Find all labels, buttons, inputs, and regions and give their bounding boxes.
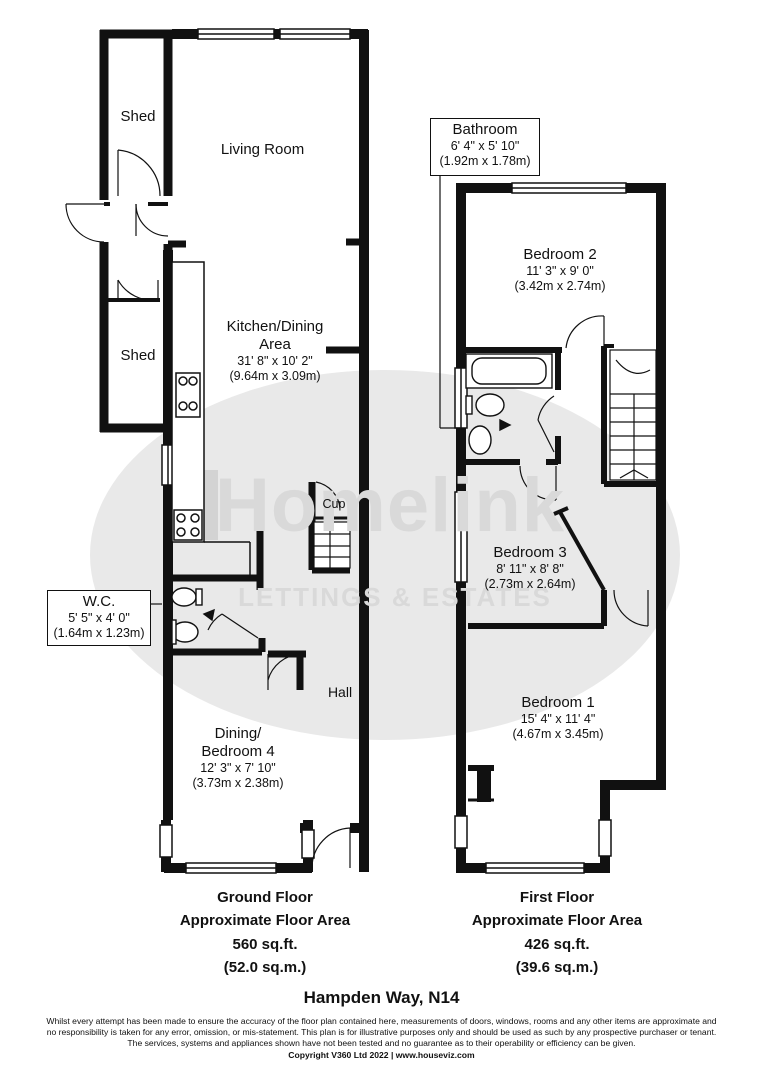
room-dim-metric: (9.64m x 3.09m)	[229, 369, 321, 383]
first-doors	[519, 315, 649, 627]
wc-callout: W.C. 5' 5" x 4' 0" (1.64m x 1.23m)	[47, 590, 151, 646]
first-stairs	[609, 349, 657, 481]
room-dim-metric: (2.73m x 2.64m)	[484, 577, 576, 591]
ground-doors	[65, 149, 351, 869]
room-bedroom2: Bedroom 2 11' 3" x 9' 0" (3.42m x 2.74m)	[480, 246, 640, 294]
room-label-living-room: Living Room	[220, 141, 305, 158]
room-label-bedroom4: Bedroom 4	[201, 743, 275, 760]
room-dim-imperial: 15' 4" x 11' 4"	[520, 712, 596, 726]
room-dim-imperial: 31' 8" x 10' 2"	[237, 354, 313, 368]
room-label-bedroom1: Bedroom 1	[521, 694, 595, 711]
ground-floor-area-sqm: (52.0 sq.m.)	[223, 958, 307, 976]
room-label-shed-bottom: Shed	[120, 347, 156, 364]
room-dim-imperial: 8' 11" x 8' 8"	[496, 562, 564, 576]
first-floor-area-sqft: 426 sq.ft.	[524, 935, 590, 953]
first-floor-area-sqm: (39.6 sq.m.)	[515, 958, 599, 976]
room-bedroom1: Bedroom 1 15' 4" x 11' 4" (4.67m x 3.45m…	[478, 694, 638, 742]
wc-callout-dim-metric: (1.64m x 1.23m)	[53, 626, 145, 640]
ground-floor-title: Ground Floor	[217, 889, 313, 906]
room-kitchen-dining: Kitchen/Dining Area 31' 8" x 10' 2" (9.6…	[200, 318, 350, 384]
ground-floor-summary: Ground Floor Approximate Floor Area 560 …	[140, 886, 390, 979]
ground-floor-plan	[65, 28, 369, 874]
ground-floor-area-sqft: 560 sq.ft.	[232, 935, 298, 953]
room-dim-metric: (4.67m x 3.45m)	[512, 727, 604, 741]
first-windows	[454, 182, 627, 874]
watermark-brand: Homelink	[214, 463, 566, 548]
disclaimer-line-2: no responsibility is taken for any error…	[46, 1027, 717, 1038]
ground-windows	[159, 28, 351, 874]
watermark-ellipse	[90, 370, 680, 740]
bathroom-fixtures	[465, 353, 553, 455]
disclaimer-line-3: The services, systems and appliances sho…	[127, 1038, 636, 1049]
room-label-cup: Cup	[322, 497, 346, 511]
property-title: Hampden Way, N14	[303, 988, 460, 1007]
room-bedroom3: Bedroom 3 8' 11" x 8' 8" (2.73m x 2.64m)	[460, 544, 600, 592]
room-label-kitchen-dining: Kitchen/Dining	[226, 318, 324, 335]
ground-stairs	[313, 521, 351, 569]
room-label-hall: Hall	[327, 684, 353, 700]
room-label-bedroom2: Bedroom 2	[523, 246, 597, 263]
bathroom-callout-name: Bathroom	[452, 121, 518, 138]
wc-callout-name: W.C.	[82, 593, 116, 610]
room-dim-imperial: 11' 3" x 9' 0"	[526, 264, 594, 278]
disclaimer: Whilst every attempt has been made to en…	[10, 1016, 753, 1061]
kitchen-units	[171, 261, 251, 578]
ground-floor-area-label: Approximate Floor Area	[179, 912, 351, 930]
disclaimer-line-1: Whilst every attempt has been made to en…	[46, 1016, 717, 1026]
ground-internal-walls	[168, 238, 364, 690]
callout-leaders	[150, 174, 460, 605]
bathroom-callout: Bathroom 6' 4" x 5' 10" (1.92m x 1.78m)	[430, 118, 540, 176]
first-internal-walls	[464, 344, 662, 802]
room-label-kitchen-area: Area	[259, 336, 291, 353]
room-label-shed-top: Shed	[120, 108, 156, 125]
first-floor-title: First Floor	[519, 889, 595, 906]
wc-fixtures	[171, 587, 215, 645]
bathroom-callout-dim-imperial: 6' 4" x 5' 10"	[450, 139, 520, 153]
first-floor-summary: First Floor Approximate Floor Area 426 s…	[432, 886, 682, 979]
room-dining-bedroom4: Dining/ Bedroom 4 12' 3" x 7' 10" (3.73m…	[170, 725, 306, 791]
room-dim-imperial: 12' 3" x 7' 10"	[200, 761, 276, 775]
room-label-dining: Dining/	[214, 725, 262, 742]
first-floor-area-label: Approximate Floor Area	[471, 912, 643, 930]
room-label-bedroom3: Bedroom 3	[493, 544, 567, 561]
first-floor-plan	[454, 182, 666, 874]
room-dim-metric: (3.42m x 2.74m)	[514, 279, 606, 293]
room-dim-metric: (3.73m x 2.38m)	[192, 776, 284, 790]
bedroom3-angled-wall	[553, 506, 606, 591]
bathroom-callout-dim-metric: (1.92m x 1.78m)	[439, 154, 531, 168]
watermark-tagline: LETTINGS & ESTATES	[238, 582, 552, 612]
wc-callout-dim-imperial: 5' 5" x 4' 0"	[68, 611, 130, 625]
copyright-line: Copyright V360 Ltd 2022 | www.houseviz.c…	[288, 1049, 475, 1060]
